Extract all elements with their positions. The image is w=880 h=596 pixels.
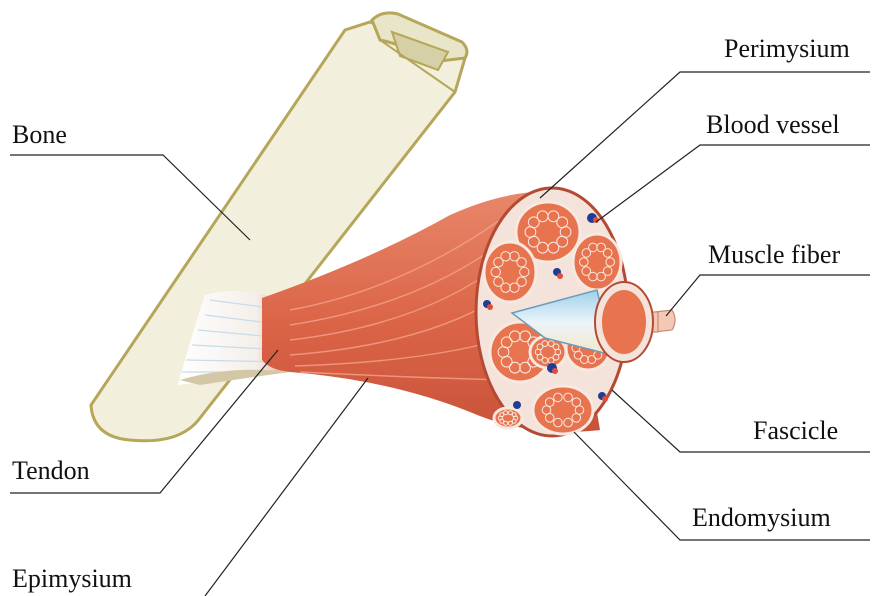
label-epimysium: Epimysium [12, 566, 132, 592]
fascicle-3 [484, 242, 536, 302]
label-muscle-fiber: Muscle fiber [708, 242, 840, 268]
leader-epimysium [205, 378, 368, 596]
label-tendon: Tendon [12, 458, 90, 484]
label-perimysium: Perimysium [724, 36, 850, 62]
leader-blood-vessel [596, 145, 870, 222]
leader-muscle-fiber [666, 275, 870, 316]
fascicle-2 [573, 234, 621, 290]
label-bone: Bone [12, 122, 67, 148]
label-blood-vessel: Blood vessel [706, 112, 840, 138]
label-fascicle: Fascicle [753, 418, 838, 444]
label-endomysium: Endomysium [692, 505, 831, 531]
